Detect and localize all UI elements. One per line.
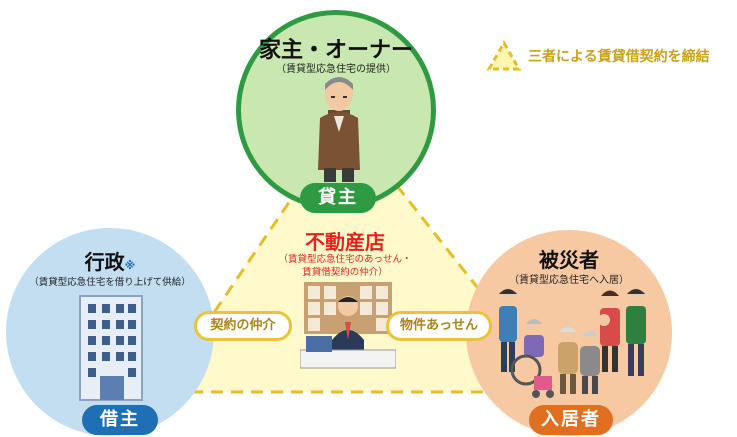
agency-subtitle-line1: （賃貸型応急住宅のあっせん・	[278, 254, 412, 265]
government-title-mark: ※	[124, 259, 136, 272]
landlord-person-icon	[318, 77, 360, 182]
victims-title: 被災者	[539, 248, 599, 272]
owner-role-badge: 貸主	[300, 183, 376, 213]
owner-subtitle: （賃貸型応急住宅の提供）	[276, 64, 396, 75]
real-estate-agent-icon	[300, 282, 396, 369]
victims-role-badge: 入居者	[529, 405, 613, 435]
victims-subtitle: （賃貸型応急住宅へ入居）	[509, 275, 629, 286]
contract-mediation-label: 契約の仲介	[194, 311, 292, 341]
legend-text: 三者による賃貸借契約を締結	[528, 49, 710, 65]
government-title-text: 行政	[84, 250, 125, 274]
agency-title: 不動産店	[305, 230, 385, 254]
property-introduction-label: 物件あっせん	[386, 311, 492, 341]
agency-subtitle-line2: 賃貸借契約の仲介）	[302, 267, 388, 278]
government-title: 行政※	[6, 246, 214, 275]
owner-title: 家主・オーナー	[258, 38, 413, 63]
government-building-icon	[79, 295, 143, 401]
government-subtitle: （賃貸型応急住宅を借り上げて供給）	[29, 277, 191, 288]
evacuee-family-icon	[499, 287, 646, 398]
legend-triangle-icon	[486, 40, 522, 71]
government-role-badge: 借主	[82, 405, 158, 435]
